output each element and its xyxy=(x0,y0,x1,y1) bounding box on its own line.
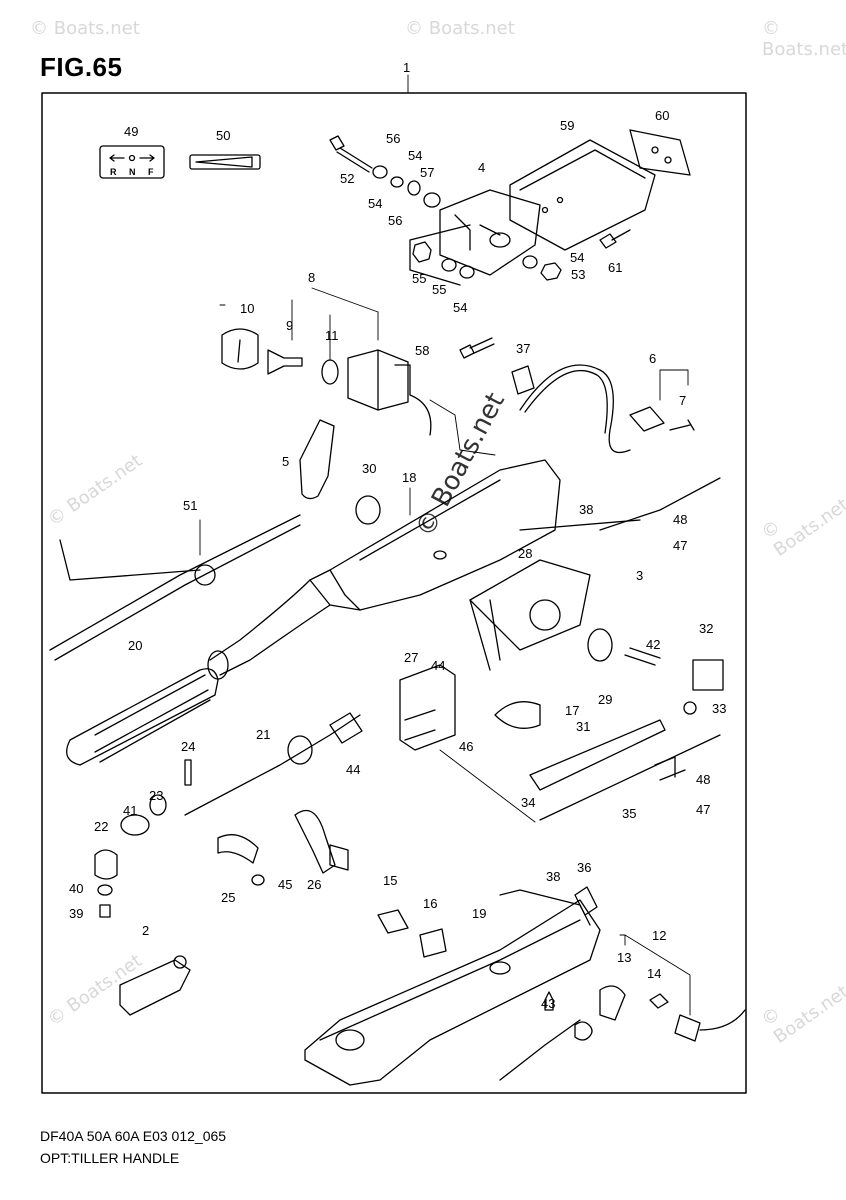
callout-30: 30 xyxy=(362,461,376,476)
callout-57: 57 xyxy=(420,165,434,180)
callout-47b: 47 xyxy=(696,802,710,817)
callout-12: 12 xyxy=(652,928,666,943)
callout-36: 36 xyxy=(577,860,591,875)
callout-55b: 55 xyxy=(432,282,446,297)
callout-58: 58 xyxy=(415,343,429,358)
callout-38b: 38 xyxy=(546,869,560,884)
callout-43: 43 xyxy=(541,996,555,1011)
callout-16: 16 xyxy=(423,896,437,911)
callout-52: 52 xyxy=(340,171,354,186)
callout-33: 33 xyxy=(712,701,726,716)
callout-56a: 56 xyxy=(386,131,400,146)
callout-5: 5 xyxy=(282,454,289,469)
tiller-handle-body xyxy=(209,419,561,676)
callout-59: 59 xyxy=(560,118,574,133)
callout-44a: 44 xyxy=(431,658,445,673)
callout-13: 13 xyxy=(617,950,631,965)
callout-26: 26 xyxy=(307,877,321,892)
throttle-grip xyxy=(66,650,229,766)
callout-29: 29 xyxy=(598,692,612,707)
throttle-rod xyxy=(49,514,301,661)
callout-17: 17 xyxy=(565,703,579,718)
callout-53: 53 xyxy=(571,267,585,282)
cable-harness xyxy=(511,364,695,454)
callout-15: 15 xyxy=(383,873,397,888)
callout-25: 25 xyxy=(221,890,235,905)
callout-4: 4 xyxy=(478,160,485,175)
callout-11: 11 xyxy=(325,328,339,343)
throttle-shaft-linkage xyxy=(94,712,363,918)
callout-48b: 48 xyxy=(696,772,710,787)
callout-27: 27 xyxy=(404,650,418,665)
callout-37: 37 xyxy=(516,341,530,356)
diagram-frame xyxy=(41,92,747,1094)
callout-20: 20 xyxy=(128,638,142,653)
watermark-top-right: © Boats.net xyxy=(762,18,846,60)
callout-24: 24 xyxy=(181,739,195,754)
bolt-and-washer-set xyxy=(329,135,631,359)
handle-base-bracket xyxy=(304,886,601,1086)
callout-54a: 54 xyxy=(368,196,382,211)
callout-6: 6 xyxy=(649,351,656,366)
callout-46: 46 xyxy=(459,739,473,754)
callout-54b: 54 xyxy=(408,148,422,163)
callout-47a: 47 xyxy=(673,538,687,553)
callout-19: 19 xyxy=(472,906,486,921)
shift-label-plate xyxy=(99,145,165,179)
callout-44b: 44 xyxy=(346,762,360,777)
callout-28: 28 xyxy=(518,546,532,561)
footer-caption: OPT:TILLER HANDLE xyxy=(40,1150,180,1166)
cable-clamp-parts xyxy=(217,809,349,886)
callout-31: 31 xyxy=(576,719,590,734)
callout-48a: 48 xyxy=(673,512,687,527)
callout-38a: 38 xyxy=(579,502,593,517)
figure-title: FIG.65 xyxy=(40,52,123,82)
callout-54c: 54 xyxy=(570,250,584,265)
callout-23: 23 xyxy=(149,788,163,803)
callout-14: 14 xyxy=(647,966,661,981)
throttle-link-arm xyxy=(119,955,191,1016)
relay-and-plate xyxy=(377,909,447,958)
shift-label-n: N xyxy=(129,167,136,177)
watermark-top-left: © Boats.net xyxy=(30,18,140,39)
callout-42: 42 xyxy=(646,637,660,652)
callout-34: 34 xyxy=(521,795,535,810)
callout-45: 45 xyxy=(278,877,292,892)
callout-7: 7 xyxy=(679,393,686,408)
callout-56b: 56 xyxy=(388,213,402,228)
shift-throttle-mechanism xyxy=(399,477,724,821)
callout-49: 49 xyxy=(124,124,138,139)
callout-3: 3 xyxy=(636,568,643,583)
callout-8: 8 xyxy=(308,270,315,285)
emergency-stop-switch xyxy=(499,985,746,1081)
callout-1: 1 xyxy=(403,60,410,75)
callout-35: 35 xyxy=(622,806,636,821)
leader-lines xyxy=(199,74,691,1016)
callout-55a: 55 xyxy=(412,271,426,286)
handle-bracket-assembly xyxy=(409,129,691,286)
callout-40: 40 xyxy=(69,881,83,896)
callout-60: 60 xyxy=(655,108,669,123)
callout-2: 2 xyxy=(142,923,149,938)
callout-18: 18 xyxy=(402,470,416,485)
footer-model-line: DF40A 50A 60A E03 012_065 xyxy=(40,1128,227,1144)
callout-41: 41 xyxy=(123,803,137,818)
callout-9: 9 xyxy=(286,318,293,333)
callout-32: 32 xyxy=(699,621,713,636)
callout-61: 61 xyxy=(608,260,622,275)
callout-10: 10 xyxy=(240,301,254,316)
sticker-part xyxy=(189,154,261,170)
callout-21: 21 xyxy=(256,727,270,742)
key-switch-assembly xyxy=(221,328,432,436)
shift-label-r: R xyxy=(110,167,117,177)
watermark-top-center: © Boats.net xyxy=(405,18,515,39)
callout-22: 22 xyxy=(94,819,108,834)
shift-label-f: F xyxy=(148,167,154,177)
callout-39: 39 xyxy=(69,906,83,921)
callout-51: 51 xyxy=(183,498,197,513)
callout-54d: 54 xyxy=(453,300,467,315)
callout-50: 50 xyxy=(216,128,230,143)
